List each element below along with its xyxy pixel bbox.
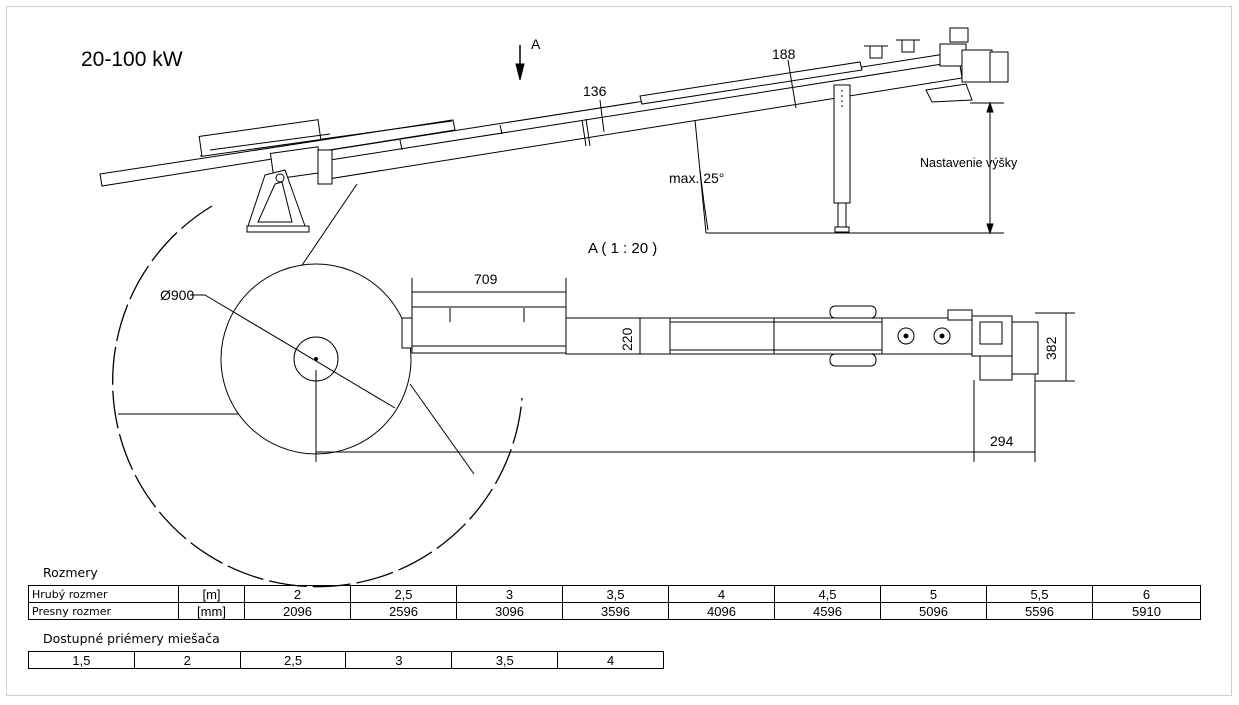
diameter-cell: 3 (345, 651, 453, 669)
angle-label: max. 25° (669, 170, 724, 186)
dim-220-label: 220 (619, 327, 635, 351)
value-cell: 3096 (456, 602, 563, 620)
value-cell: 3596 (562, 602, 669, 620)
conveyor-tube-plan (401, 306, 973, 355)
value-cell: 5910 (1092, 602, 1201, 620)
left-support (246, 169, 310, 233)
value-cell: 6 (1092, 585, 1201, 603)
sweep-line-bottom (409, 383, 475, 475)
dimensions-heading: Rozmery (43, 565, 98, 580)
value-cell: 4 (668, 585, 775, 603)
row-label: Presny rozmer (28, 602, 179, 620)
diameters-heading: Dostupné priémery miešača (43, 631, 220, 646)
mixer-sweep-arc (112, 205, 523, 588)
unit-cell: [mm] (178, 602, 245, 620)
height-dimension (694, 101, 1004, 235)
diameter-cell: 2 (133, 651, 241, 669)
dim-294-label: 294 (990, 433, 1014, 449)
value-cell: 2,5 (350, 585, 457, 603)
value-cell: 5596 (986, 602, 1093, 620)
conveyor-tube-side (99, 51, 963, 187)
table-row: Presny rozmer [mm] 2096 2596 3096 3596 4… (28, 602, 1201, 620)
value-cell: 3 (456, 585, 563, 603)
value-cell: 2096 (244, 602, 351, 620)
value-cell: 2596 (350, 602, 457, 620)
diameter-label: Ø900 (160, 287, 194, 303)
value-cell: 5 (880, 585, 987, 603)
dim-188-line (787, 59, 797, 109)
leg-feet-plan (829, 305, 877, 367)
drive-unit-side (864, 27, 1009, 103)
value-cell: 4,5 (774, 585, 881, 603)
power-range-title: 20-100 kW (81, 48, 183, 71)
diameters-table: 1,5 2 2,5 3 3,5 4 (28, 651, 664, 669)
row-label: Hrubý rozmer (28, 585, 179, 603)
view-arrow (515, 45, 525, 81)
value-cell: 4096 (668, 602, 775, 620)
dim-188-label: 188 (772, 46, 796, 62)
height-adjust-label: Nastavenie výšky (920, 156, 1018, 170)
table-row: Hrubý rozmer [m] 2 2,5 3 3,5 4 4,5 5 5,5… (28, 585, 1201, 603)
table-row: 1,5 2 2,5 3 3,5 4 (28, 651, 664, 669)
dimensions-table: Hrubý rozmer [m] 2 2,5 3 3,5 4 4,5 5 5,5… (28, 585, 1201, 620)
drive-unit-plan (947, 309, 1039, 381)
value-cell: 3,5 (562, 585, 669, 603)
view-arrow-label: A (531, 36, 541, 52)
dim-136-label: 136 (583, 83, 607, 99)
diameter-cell: 2,5 (239, 651, 347, 669)
plan-dimensions (315, 278, 1075, 462)
sweep-line-top (291, 183, 358, 281)
unit-cell: [m] (178, 585, 245, 603)
diameter-cell: 4 (557, 651, 664, 669)
scale-caption: A ( 1 : 20 ) (588, 240, 657, 257)
value-cell: 5,5 (986, 585, 1093, 603)
dim-136-line (599, 99, 605, 133)
diameter-cell: 1,5 (28, 651, 135, 669)
diameter-cell: 3,5 (451, 651, 559, 669)
dim-382-label: 382 (1043, 336, 1059, 360)
mixer-housing-side (198, 119, 333, 185)
value-cell: 2 (244, 585, 351, 603)
dim-709-label: 709 (474, 271, 498, 287)
adjustable-leg (833, 84, 851, 233)
value-cell: 5096 (880, 602, 987, 620)
value-cell: 4596 (774, 602, 881, 620)
diameter-line (204, 294, 396, 409)
